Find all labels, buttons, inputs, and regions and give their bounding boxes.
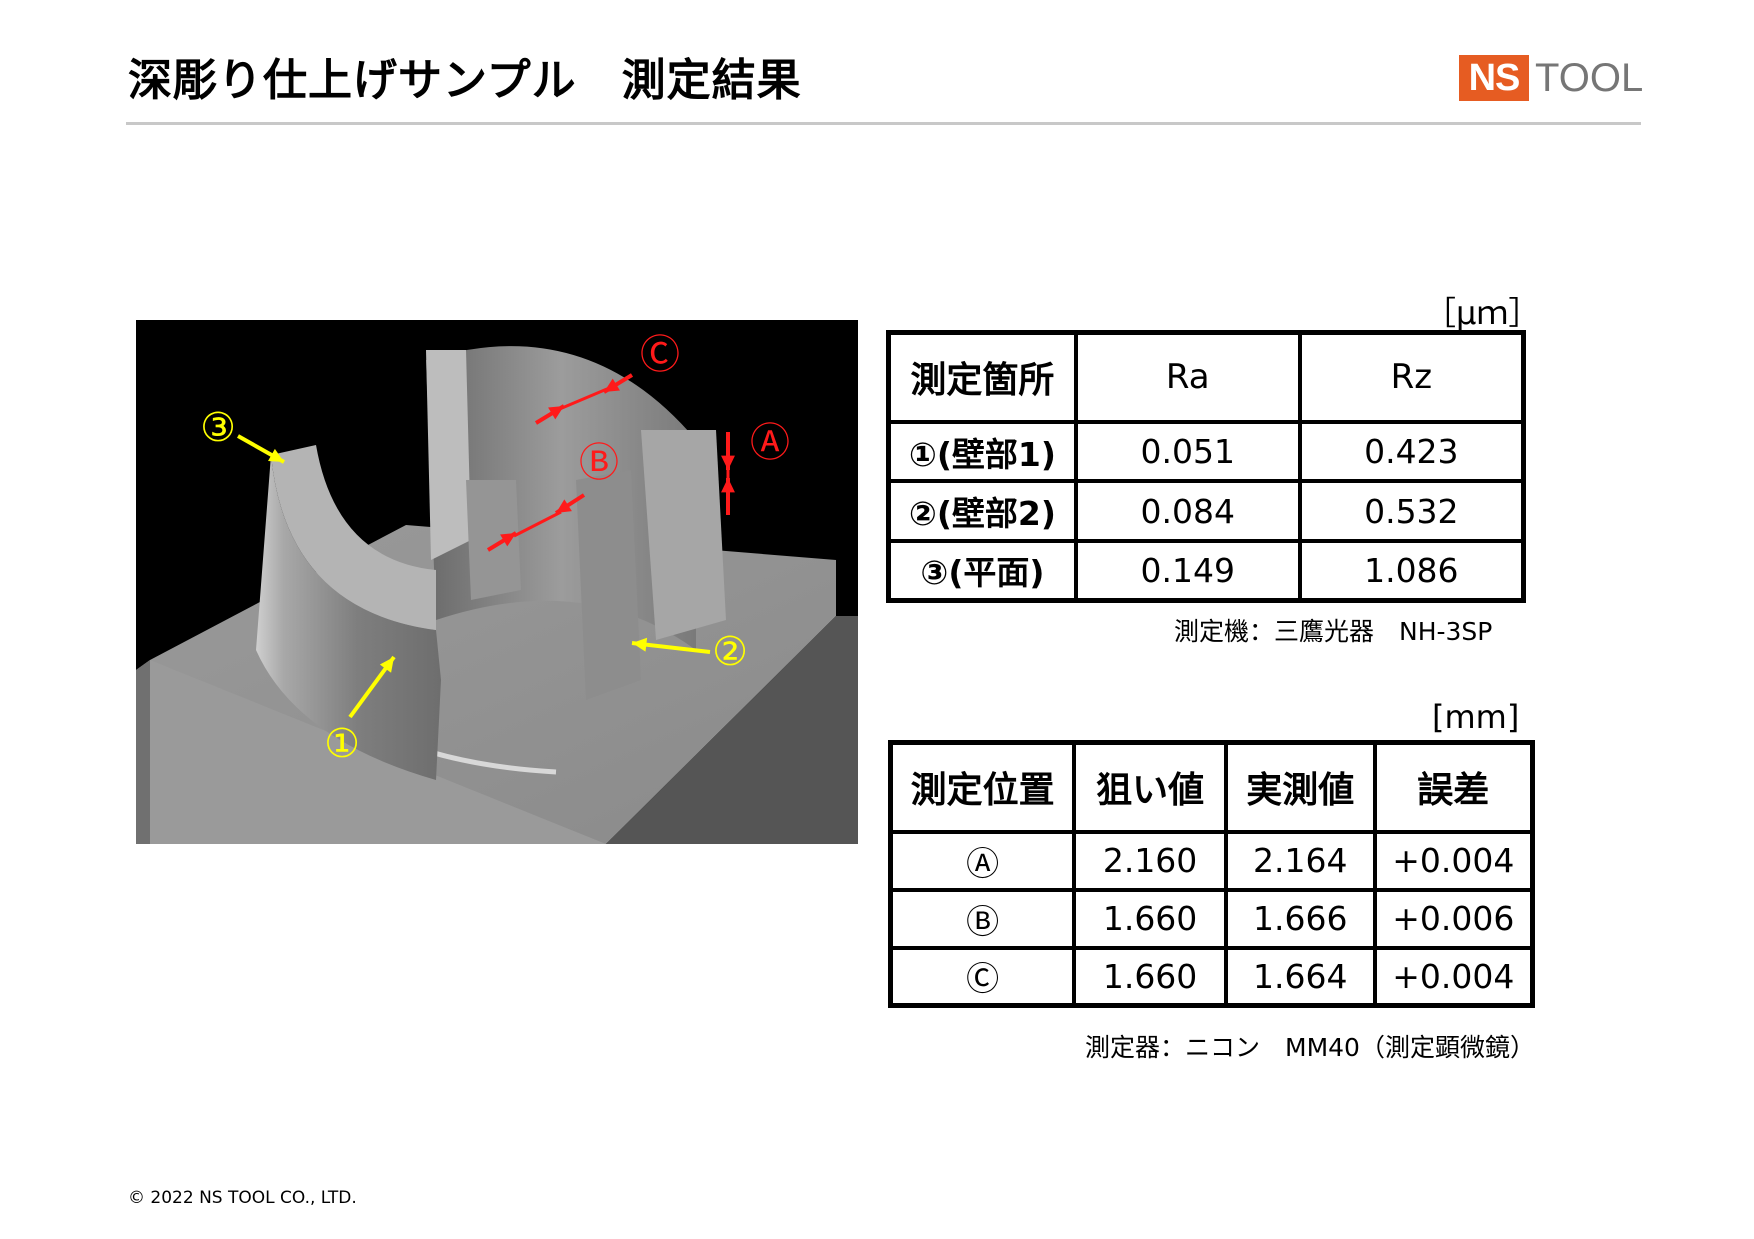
roughness-header-ra: Ra xyxy=(1073,330,1302,424)
logo-tool-text: TOOL xyxy=(1535,55,1644,100)
dimension-unit-label: [mm] xyxy=(1432,698,1520,736)
marker-b-label: Ⓑ xyxy=(579,440,619,486)
right-rear-wall xyxy=(641,430,726,640)
marker-3-arrow-head xyxy=(268,448,284,462)
dimension-row-c-target: 1.660 xyxy=(1072,945,1228,1008)
roughness-row-3-ra: 0.149 xyxy=(1073,538,1302,603)
marker-1-label: ① xyxy=(324,721,360,767)
dimension-row-a-measured: 2.164 xyxy=(1223,829,1377,892)
roughness-row-1-rz: 0.423 xyxy=(1297,419,1526,484)
roughness-row-3-rz: 1.086 xyxy=(1297,538,1526,603)
roughness-row-3-location: ③(平面) xyxy=(886,538,1078,603)
dimension-instrument-note: 測定器：ニコン MM40（測定顕微鏡） xyxy=(1085,1033,1535,1062)
left-pillar xyxy=(426,350,471,560)
dimension-header-target: 狙い値 xyxy=(1072,740,1228,834)
dimension-row-a-target: 2.160 xyxy=(1072,829,1228,892)
roughness-unit-label: ［μｍ］ xyxy=(1424,294,1541,332)
copyright-notice: © 2022 NS TOOL CO., LTD. xyxy=(128,1188,357,1208)
marker-b-arrow-lower-head xyxy=(500,533,516,547)
roughness-row-1-location: ①(壁部1) xyxy=(886,419,1078,484)
page-title: 深彫り仕上げサンプル 測定結果 xyxy=(128,55,802,106)
block-left-face xyxy=(136,660,150,844)
roughness-instrument-note: 測定機：三鷹光器 NH-3SP xyxy=(1174,617,1493,646)
roughness-header-location: 測定箇所 xyxy=(886,330,1078,424)
roughness-header-rz: Rz xyxy=(1297,330,1526,424)
marker-a-label: Ⓐ xyxy=(750,420,790,466)
center-block xyxy=(466,480,521,600)
dimension-row-c-measured: 1.664 xyxy=(1223,945,1377,1008)
marker-b-arrow-upper-head xyxy=(556,499,572,513)
block-right-face xyxy=(606,616,858,844)
roughness-row-2-rz: 0.532 xyxy=(1297,479,1526,543)
roughness-row-2-ra: 0.084 xyxy=(1073,479,1302,543)
marker-a-arrow-bottom-head xyxy=(721,478,735,493)
dimension-header-error: 誤差 xyxy=(1372,740,1535,834)
dimension-table: 測定位置 狙い値 実測値 誤差 Ⓐ 2.160 2.164 +0.004 Ⓑ 1… xyxy=(888,740,1535,1008)
front-curved-wall xyxy=(256,455,441,780)
marker-1-arrow-head xyxy=(379,657,394,673)
dimension-row-b-position: Ⓑ xyxy=(888,887,1077,950)
roughness-table: 測定箇所 Ra Rz ①(壁部1) 0.051 0.423 ②(壁部2) 0.0… xyxy=(886,330,1526,603)
dimension-row-b-error: +0.006 xyxy=(1372,887,1535,950)
dimension-row-c-error: +0.004 xyxy=(1372,945,1535,1008)
marker-b-dimension-line xyxy=(513,510,562,538)
front-wall-top xyxy=(271,445,436,630)
ns-tool-logo: NS TOOL xyxy=(1459,55,1643,101)
dimension-row-b-measured: 1.666 xyxy=(1223,887,1377,950)
dimension-header-measured: 実測値 xyxy=(1223,740,1377,834)
dimension-header-position: 測定位置 xyxy=(888,740,1077,834)
header-divider xyxy=(126,122,1641,125)
dimension-row-a-position: Ⓐ xyxy=(888,829,1077,892)
marker-3-label: ③ xyxy=(200,405,236,451)
dimension-row-a-error: +0.004 xyxy=(1372,829,1535,892)
roughness-row-2-location: ②(壁部2) xyxy=(886,479,1078,543)
logo-ns-mark: NS xyxy=(1459,55,1529,101)
marker-2-label: ② xyxy=(712,629,748,675)
marker-a-arrow-top-head xyxy=(721,455,735,470)
right-front-wall xyxy=(576,470,641,700)
marker-c-arrow-lower-head xyxy=(548,406,564,420)
marker-2-arrow-head xyxy=(632,637,648,652)
roughness-row-1-ra: 0.051 xyxy=(1073,419,1302,484)
marker-c-arrow-upper-head xyxy=(604,378,620,392)
dimension-row-b-target: 1.660 xyxy=(1072,887,1228,950)
marker-c-label: Ⓒ xyxy=(640,332,680,378)
dimension-row-c-position: Ⓒ xyxy=(888,945,1077,1008)
sample-render-image: ① ② ③ Ⓐ Ⓑ Ⓒ xyxy=(136,320,858,844)
